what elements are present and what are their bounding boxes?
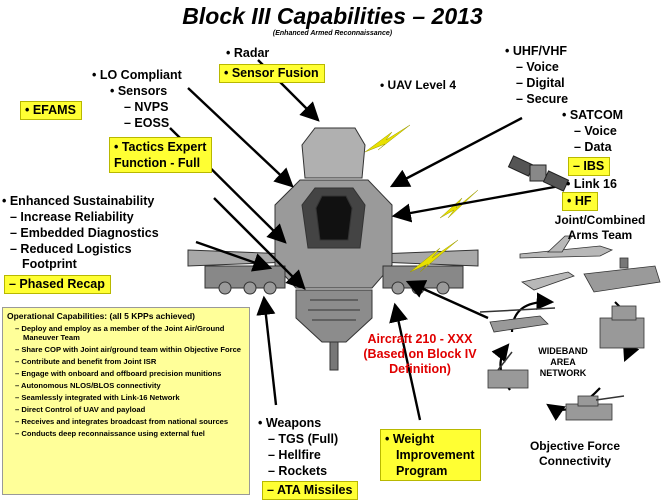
ops-item: – Deploy and employ as a member of the J… <box>15 324 225 343</box>
joint-team-label: Joint/Combined Arms Team <box>540 213 660 243</box>
phased-recap-badge: – Phased Recap <box>4 275 111 294</box>
weight-line-3: Program <box>396 464 448 478</box>
efams-badge: • EFAMS <box>20 101 82 120</box>
wideband-network-label: WIDEBAND AREA NETWORK <box>528 346 598 379</box>
sensors-label: • Sensors <box>110 84 168 98</box>
ops-title: Operational Capabilities: (all 5 KPPs ac… <box>7 311 196 321</box>
weight-line-1: • Weight <box>385 432 435 446</box>
lightning-bolts <box>364 124 479 273</box>
wideband-line-2: AREA <box>550 357 576 367</box>
aircraft-label: Aircraft 210 - XXX (Based on Block IV De… <box>345 332 495 377</box>
uhf-vhf-label: • UHF/VHF <box>505 44 568 58</box>
tactics-line-2: Function - Full <box>114 156 201 170</box>
satcom-voice-label: – Voice <box>574 124 617 138</box>
ops-item: – Share COP with Joint air/ground team w… <box>15 345 242 355</box>
satcom-data-label: – Data <box>574 140 612 154</box>
link16-label: • Link 16 <box>566 177 617 191</box>
helicopter-illustration <box>187 127 479 371</box>
page-title: Block III Capabilities – 2013 <box>182 3 483 29</box>
weight-improvement-badge: • Weight Improvement Program <box>380 429 481 481</box>
ops-item: – Receives and integrates broadcast from… <box>15 417 229 427</box>
objective-line-1: Objective Force <box>529 439 621 453</box>
hf-badge: • HF <box>562 192 598 211</box>
uhf-voice-label: – Voice <box>516 60 559 74</box>
nvps-label: – NVPS <box>124 100 169 114</box>
reliability-label: – Increase Reliability <box>10 210 134 224</box>
satellite-icon <box>507 155 570 192</box>
logistics-label: – Reduced Logistics <box>10 242 132 256</box>
uav-label: • UAV Level 4 <box>380 78 457 92</box>
lo-compliant-label: • LO Compliant <box>92 68 182 82</box>
operational-capabilities-box: Operational Capabilities: (all 5 KPPs ac… <box>2 307 250 495</box>
radar-label: • Radar <box>226 46 270 60</box>
ibs-badge: – IBS <box>568 157 611 176</box>
tgs-label: – TGS (Full) <box>268 432 339 446</box>
tactics-expert-badge: • Tactics Expert Function - Full <box>109 137 213 173</box>
network-nodes <box>479 305 645 421</box>
page-subtitle: (Enhanced Armed Reconnaissance) <box>272 30 393 37</box>
aircraft-line-2: (Based on Block IV <box>363 347 477 361</box>
ops-item: – Contribute and benefit from Joint ISR <box>15 357 157 367</box>
wideband-line-3: NETWORK <box>539 368 587 378</box>
joint-assets-illustration <box>519 235 661 293</box>
rockets-label: – Rockets <box>268 464 328 478</box>
joint-line-2: Arms Team <box>567 228 633 242</box>
footprint-label: Footprint <box>22 257 77 271</box>
weight-line-2: Improvement <box>396 448 475 462</box>
aircraft-line-3: Definition) <box>389 362 451 376</box>
sensor-fusion-badge: • Sensor Fusion <box>219 64 325 83</box>
diagnostics-label: – Embedded Diagnostics <box>10 226 159 240</box>
ops-item: – Engage with onboard and offboard preci… <box>15 369 222 379</box>
satcom-label: • SATCOM <box>562 108 624 122</box>
eoss-label: – EOSS <box>124 116 170 130</box>
joint-line-1: Joint/Combined <box>554 213 646 227</box>
ops-item: – Seamlessly integrated with Link-16 Net… <box>15 393 180 403</box>
ops-item: – Conducts deep reconnaissance using ext… <box>15 429 205 439</box>
uhf-digital-label: – Digital <box>516 76 565 90</box>
weapons-label: • Weapons <box>258 416 322 430</box>
ops-item: – Direct Control of UAV and payload <box>15 405 146 415</box>
ops-item: – Autonomous NLOS/BLOS connectivity <box>15 381 161 391</box>
wideband-line-1: WIDEBAND <box>538 346 588 356</box>
tactics-line-1: • Tactics Expert <box>114 140 207 154</box>
objective-line-2: Connectivity <box>538 454 611 468</box>
aircraft-line-1: Aircraft 210 - XXX <box>367 332 473 346</box>
hellfire-label: – Hellfire <box>268 448 321 462</box>
sustainability-label: • Enhanced Sustainability <box>2 194 155 208</box>
ata-missiles-badge: – ATA Missiles <box>262 481 359 500</box>
objective-force-label: Objective Force Connectivity <box>500 439 650 469</box>
uhf-secure-label: – Secure <box>516 92 569 106</box>
